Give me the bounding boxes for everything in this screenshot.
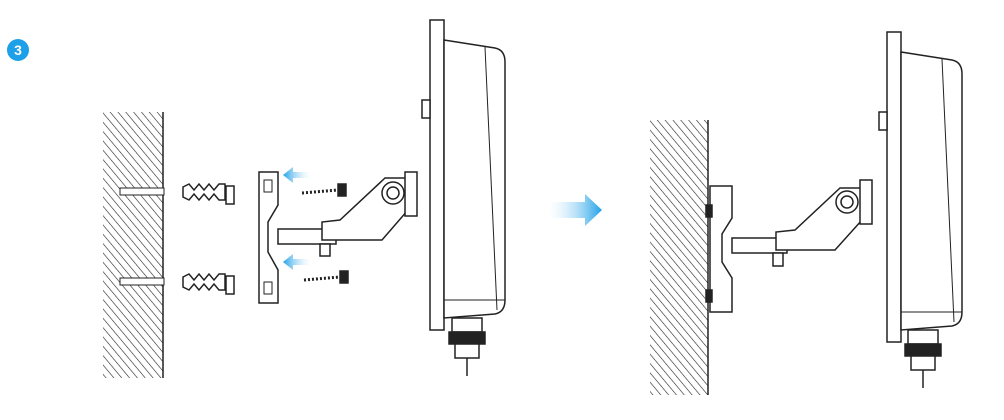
device-enclosure	[421, 19, 506, 376]
wall-left	[103, 112, 165, 378]
bracket-arm-mounted	[731, 179, 873, 267]
wall-hole-top	[119, 187, 165, 196]
mounting-plate-mounted	[705, 185, 733, 313]
screw-bottom	[303, 270, 349, 284]
screw-top	[301, 183, 347, 197]
wall-right	[650, 120, 709, 395]
scene-after	[650, 31, 963, 395]
wall-plug-top	[182, 182, 235, 205]
bracket-arm	[277, 171, 418, 257]
wall-hole-bottom	[119, 277, 165, 286]
arrow-left-icon	[283, 254, 311, 270]
arrow-left-icon	[283, 167, 311, 183]
wall-plug-bottom	[182, 272, 235, 295]
arrow-right-icon	[548, 194, 602, 226]
device-enclosure-mounted	[878, 31, 963, 388]
mounting-plate	[258, 171, 279, 304]
step-number-badge: 3	[7, 39, 29, 61]
step-number: 3	[14, 42, 22, 58]
scene-before	[103, 19, 506, 378]
